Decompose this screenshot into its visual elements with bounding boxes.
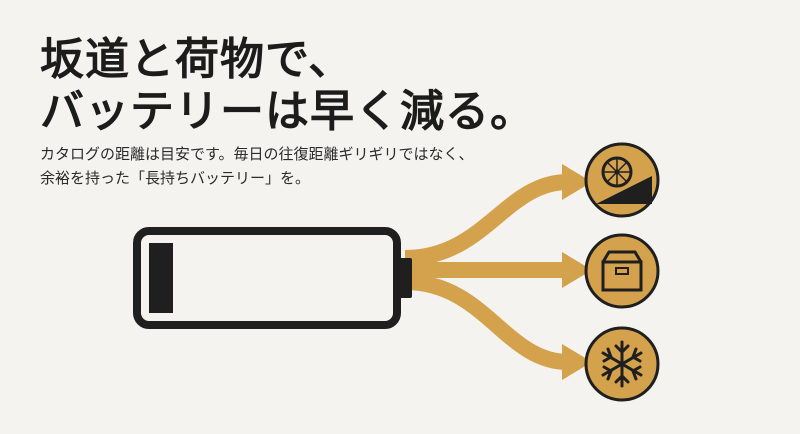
drain-arrows (404, 164, 592, 380)
arrow-to-hill (404, 174, 569, 266)
factor-cold (584, 326, 660, 402)
battery-level-fill (149, 243, 173, 313)
subtext-line-2: 余裕を持った「長持ちバッテリー」を。 (40, 169, 311, 187)
battery-body (133, 227, 401, 329)
subtext: カタログの距離は目安です。毎日の往復距離ギリギリではなく、 余裕を持った「長持ち… (40, 142, 474, 190)
headline-line-2: バッテリーは早く減る。 (40, 86, 535, 137)
cargo-box-icon (601, 250, 643, 292)
factor-hill (584, 142, 660, 218)
arrow-head-snow (562, 344, 592, 380)
battery (133, 227, 412, 329)
battery-terminal (399, 258, 412, 298)
headline-line-1: 坂道と荷物で、 (40, 34, 354, 85)
factor-cargo (584, 233, 660, 309)
subtext-line-1: カタログの距離は目安です。毎日の往復距離ギリギリではなく、 (40, 145, 474, 163)
headline: 坂道と荷物で、 バッテリーは早く減る。 (40, 34, 535, 138)
snowflake-icon (601, 340, 643, 388)
arrow-head-box (562, 252, 592, 288)
arrow-head-hill (562, 164, 592, 200)
hill-wheel-icon (596, 156, 652, 204)
arrow-to-snow (404, 274, 569, 370)
